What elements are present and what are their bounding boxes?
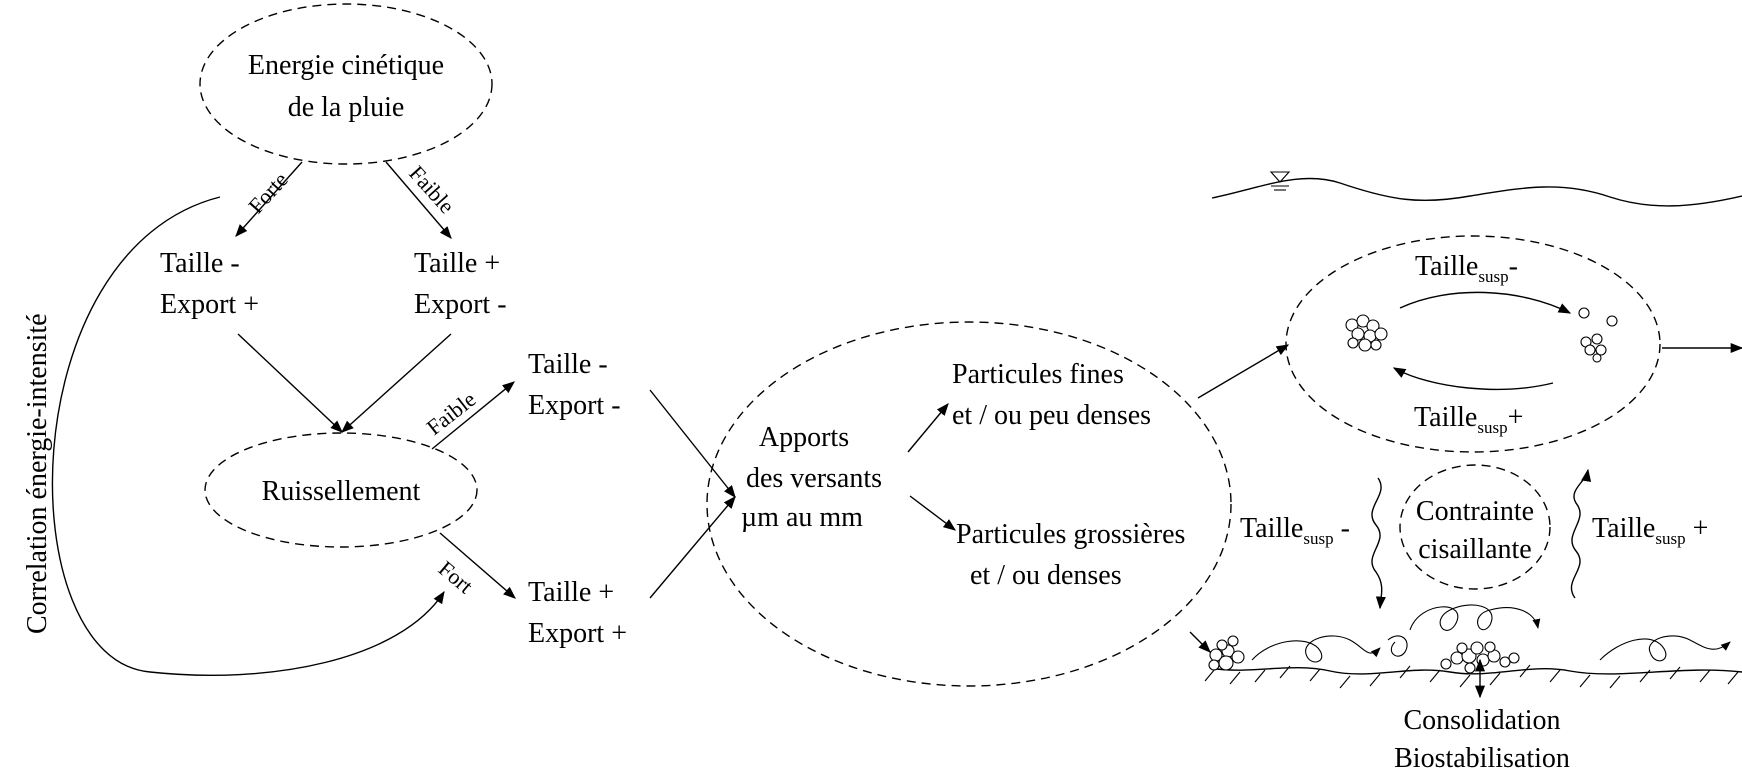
- weak-rain-size: Taille +: [414, 248, 500, 279]
- coarse-to-bed-arrow: [1189, 631, 1211, 653]
- susp-left-sub: susp: [1303, 529, 1333, 548]
- susp-right-label: Taillesusp +: [1592, 513, 1708, 548]
- suspension-ellipse: [1285, 235, 1661, 453]
- bed-eddy-middle: [1387, 635, 1408, 657]
- water-surface-line: [1211, 177, 1742, 207]
- susp-top-base: Taille: [1415, 251, 1478, 282]
- susp-left-base: Taille: [1240, 513, 1303, 544]
- bed-hatching: [1204, 664, 1739, 689]
- resuspension-wavy-arrow: [1570, 468, 1592, 599]
- small-particles-icon: [1578, 307, 1618, 363]
- runoff-strong-label: Fort: [434, 556, 478, 599]
- weak-export-to-inputs-arrow: [649, 389, 736, 498]
- runoff-weak-size: Taille -: [528, 349, 608, 380]
- runoff-weak-arrow: [431, 381, 515, 450]
- strong-branch-label: Forte: [243, 167, 293, 218]
- fine-particles-line2: et / ou peu denses: [952, 400, 1151, 431]
- runoff-ellipse: [204, 432, 478, 548]
- susp-right-base: Taille: [1592, 513, 1655, 544]
- to-fine-particles-arrow: [907, 403, 949, 453]
- runoff-weak-label: Faible: [422, 386, 481, 440]
- susp-bottom-sub: susp: [1477, 418, 1507, 437]
- weak-rain-export: Export -: [414, 289, 507, 320]
- rain-energy-ellipse: [199, 3, 493, 165]
- runoff-label: Ruissellement: [262, 476, 421, 507]
- susp-top-label: Taillesusp-: [1415, 251, 1518, 286]
- strong-to-runoff-arrow: [237, 333, 343, 433]
- coarse-particles-line1: Particules grossières: [956, 519, 1185, 550]
- consolidation-line2: Biostabilisation: [1394, 743, 1570, 773]
- susp-top-sub: susp: [1478, 267, 1508, 286]
- floc-aggregate-icon: [1345, 314, 1388, 352]
- rain-energy-line2: de la pluie: [288, 92, 405, 123]
- bed-eddy-left: [1251, 635, 1381, 663]
- susp-top-sign: -: [1509, 251, 1518, 282]
- fine-to-suspension-arrow: [1197, 344, 1290, 399]
- coarse-particles-line2: et / ou denses: [970, 560, 1122, 591]
- strong-rain-size: Taille -: [160, 248, 240, 279]
- eddy-center: [1409, 604, 1541, 631]
- runoff-weak-export: Export -: [528, 390, 621, 421]
- rain-energy-line1: Energie cinétique: [248, 50, 444, 81]
- runoff-strong-arrow: [439, 532, 516, 599]
- susp-bottom-label: Taillesusp+: [1414, 402, 1523, 437]
- susp-right-sub: susp: [1655, 529, 1685, 548]
- runoff-strong-export: Export +: [528, 618, 627, 649]
- water-level-icon: [1269, 171, 1291, 191]
- slope-inputs-line1: Apports: [759, 422, 849, 453]
- strong-rain-export: Export +: [160, 289, 259, 320]
- bed-eddy-right: [1599, 635, 1731, 662]
- shear-line1: Contrainte: [1416, 496, 1534, 527]
- river-bed-line: [1209, 667, 1742, 675]
- consolidated-deposit-icon: [1440, 641, 1520, 674]
- strong-branch-arrow: [235, 161, 303, 237]
- fine-particles-line1: Particules fines: [952, 359, 1124, 390]
- slope-inputs-line3: µm au mm: [741, 502, 863, 533]
- susp-bottom-sign: +: [1508, 402, 1524, 433]
- aggregation-arrow: [1392, 367, 1554, 390]
- slope-inputs-line2: des versants: [746, 463, 882, 494]
- consolidation-line1: Consolidation: [1403, 705, 1560, 736]
- runoff-strong-size: Taille +: [528, 577, 614, 608]
- correlation-label: Correlation énergie-intensité: [22, 313, 53, 634]
- shear-ellipse: [1399, 464, 1551, 590]
- coarse-deposit-icon: [1208, 635, 1245, 671]
- weak-branch-label: Faible: [404, 161, 459, 219]
- shear-line2: cisaillante: [1418, 534, 1532, 565]
- weak-to-runoff-arrow: [341, 333, 452, 433]
- correlation-loop-arrow: [51, 196, 445, 676]
- strong-export-to-inputs-arrow: [649, 496, 736, 599]
- susp-left-sign: -: [1334, 513, 1350, 544]
- settling-wavy-arrow: [1371, 477, 1386, 610]
- to-coarse-particles-arrow: [909, 495, 957, 531]
- slope-inputs-ellipse: [706, 321, 1232, 687]
- weak-branch-arrow: [385, 161, 452, 239]
- susp-bottom-base: Taille: [1414, 402, 1477, 433]
- susp-right-sign: +: [1686, 513, 1709, 544]
- susp-left-label: Taillesusp -: [1240, 513, 1350, 548]
- disaggregation-arrow: [1399, 291, 1572, 314]
